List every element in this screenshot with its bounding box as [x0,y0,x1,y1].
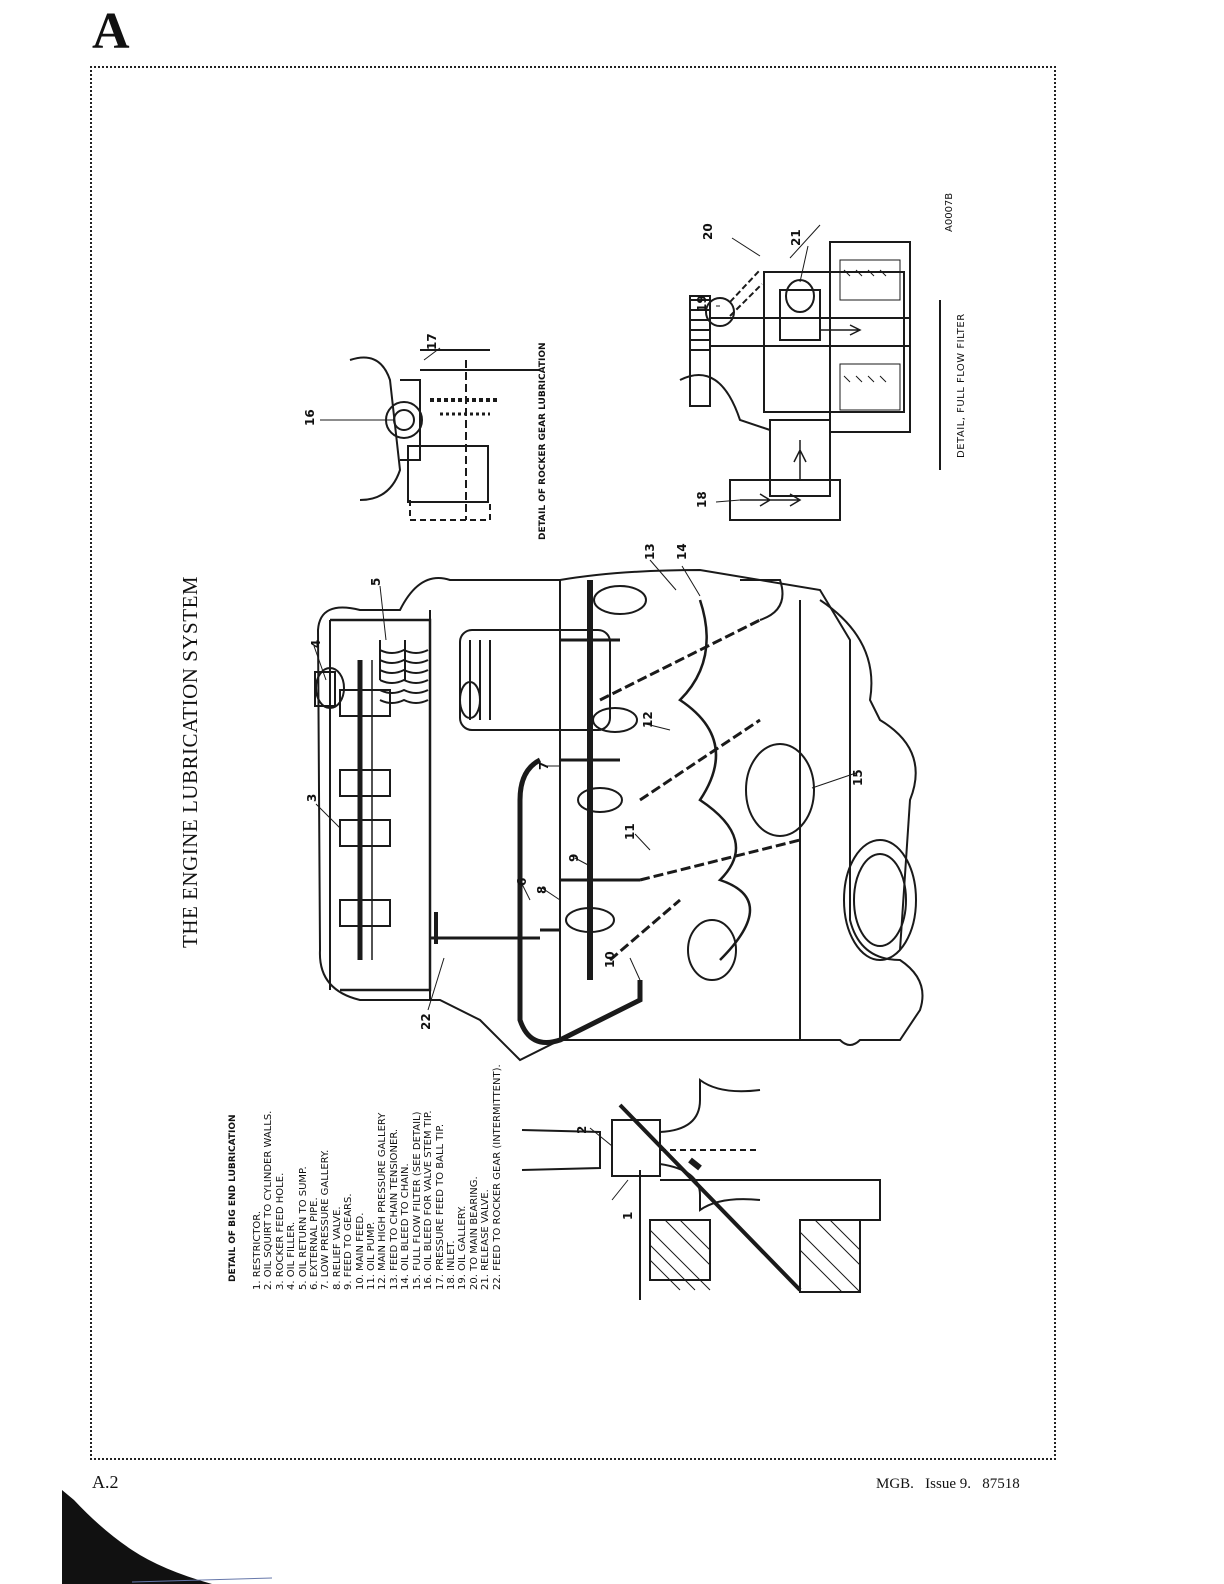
legend-item: 15. FULL FLOW FILTER (SEE DETAIL) [411,1111,423,1290]
callout-21: 21 [789,229,803,246]
callout-7: 7 [537,762,551,770]
legend-item: 11. OIL PUMP. [366,1221,378,1290]
callout-14: 14 [675,543,689,560]
legend-item: 10. MAIN FEED. [354,1212,366,1290]
caption-rocker-gear: DETAIL OF ROCKER GEAR LUBRICATION [538,342,548,540]
callout-9: 9 [567,854,581,862]
callout-6: 6 [515,878,529,886]
scan-shadow-artifact [62,1490,272,1584]
callout-1-bigend: 1 [621,1212,635,1220]
callout-11: 11 [623,823,637,840]
callout-10: 10 [603,951,617,968]
issue-info: MGB. Issue 9. 87518 [876,1476,1020,1492]
legend-item: 3. ROCKER FEED HOLE. [274,1172,286,1290]
callout-20: 20 [701,223,715,240]
figure-reference-code: A0007B [944,192,955,232]
section-letter: A [92,3,130,60]
legend-item: 9. FEED TO GEARS. [343,1193,355,1290]
callout-18: 18 [695,491,709,508]
callout-5: 5 [369,578,383,586]
legend-item: 14. OIL BLEED TO CHAIN. [400,1163,412,1290]
legend-item: 2. OIL SQUIRT TO CYLINDER WALLS. [263,1110,275,1290]
caption-big-end: DETAIL OF BIG END LUBRICATION [228,1114,238,1282]
callout-16: 16 [303,409,317,426]
legend-item: 17. PRESSURE FEED TO BALL TIP. [434,1124,446,1290]
callout-13: 13 [643,543,657,560]
legend-item: 5. OIL RETURN TO SUMP. [297,1166,309,1290]
legend-item: 21. RELEASE VALVE. [480,1189,492,1290]
callout-19: 19 [695,295,709,312]
legend-item: 7. LOW PRESSURE GALLERY. [320,1149,332,1290]
legend-item: 18. INLET. [445,1240,457,1290]
callout-3: 3 [305,794,319,802]
legend-item: 13. FEED TO CHAIN TENSIONER. [388,1128,400,1290]
callout-8: 8 [535,886,549,894]
legend-item: 22. FEED TO ROCKER GEAR (INTERMITTENT). [491,1064,503,1290]
callout-4: 4 [309,640,323,648]
page-title: THE ENGINE LUBRICATION SYSTEM [178,575,202,948]
legend-item: 12. MAIN HIGH PRESSURE GALLERY [377,1112,389,1290]
illustration-frame [90,66,1056,1460]
legend-item: 8. RELIEF VALVE. [331,1206,343,1290]
legend-item: 19. OIL GALLERY. [457,1205,469,1290]
legend-item: 4. OIL FILLER. [286,1221,298,1290]
callout-2-bigend: 2 [575,1126,589,1134]
legend: 1. RESTRICTOR. 2. OIL SQUIRT TO CYLINDER… [252,1060,503,1290]
page-number: A.2 [92,1472,119,1492]
callout-22: 22 [419,1013,433,1030]
legend-item: 20. TO MAIN BEARING. [468,1176,480,1290]
legend-item: 6. EXTERNAL PIPE. [309,1197,321,1290]
callout-17: 17 [425,333,439,350]
legend-item: 16. OIL BLEED FOR VALVE STEM TIP. [423,1110,435,1291]
caption-full-flow-filter: DETAIL, FULL FLOW FILTER [956,313,967,458]
callout-15: 15 [851,769,865,786]
legend-item: 1. RESTRICTOR. [252,1210,263,1290]
callout-12: 12 [641,711,655,728]
